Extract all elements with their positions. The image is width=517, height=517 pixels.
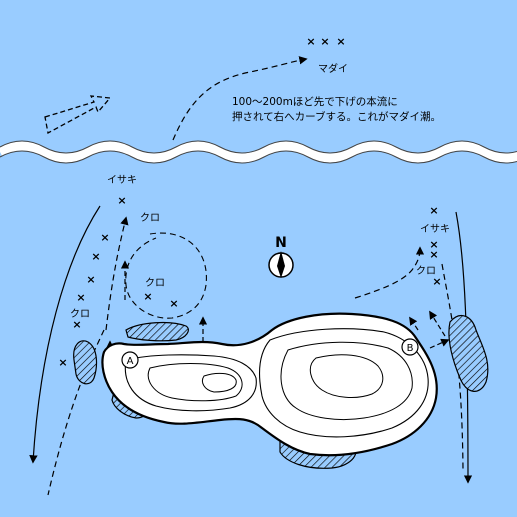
fishing-spot-mark-icon: × [100, 231, 109, 244]
fishing-spot-mark-icon: × [143, 290, 152, 303]
fishing-spot-mark-icon: × [320, 35, 329, 48]
fishing-spot-mark-icon: × [429, 248, 438, 261]
fishing-spot-mark-icon: × [76, 291, 85, 304]
reef-left-small [73, 340, 98, 385]
left-inner-current-arrow-icon [47, 329, 105, 496]
fishing-spot-mark-icon: × [58, 356, 67, 369]
left-upcurrent-arrow-icon [105, 216, 129, 331]
b-up-arrow-icon [429, 310, 446, 337]
label-isaki-left: イサキ [107, 174, 137, 186]
fishing-spot-mark-icon: × [432, 275, 441, 288]
fishing-spot-mark-icon: × [117, 194, 126, 207]
point-a-label: A [127, 356, 134, 367]
madai-current-arrow-icon [172, 56, 308, 141]
label-isaki-right: イサキ [420, 223, 450, 235]
right-tip-arrow-icon [409, 316, 419, 331]
compass-north-label: N [275, 235, 287, 251]
island [101, 312, 438, 457]
b-right-arrow-icon [429, 338, 450, 349]
fishing-spot-mark-icon: × [429, 204, 438, 217]
point-a-marker: A [121, 351, 139, 369]
left-outer-current-arrow-icon [29, 205, 101, 464]
fishing-spot-mark-icon: × [306, 35, 315, 48]
label-kuro-right: クロ [416, 265, 436, 277]
fishing-spot-mark-icon: × [429, 238, 438, 251]
fishing-spot-mark-icon: × [336, 35, 345, 48]
label-madai: マダイ [318, 62, 348, 75]
note-line-2: 押されて右へカーブする。これがマダイ潮。 [232, 110, 441, 123]
fishing-spot-mark-icon: × [91, 250, 100, 263]
fishing-spot-mark-icon: × [169, 297, 178, 310]
note-line-1: 100〜200mほど先で下げの本流に [232, 95, 398, 108]
compass-icon: N [268, 235, 294, 278]
reef-right [448, 314, 489, 392]
label-kuro-left-lower: クロ [70, 308, 90, 320]
label-kuro-left-upper: クロ [140, 212, 160, 224]
right-outer-current-arrow-icon [455, 211, 473, 484]
fishing-spot-marks: ×××××××××××××××× [58, 35, 441, 369]
eddy-circle [125, 232, 207, 319]
fishing-spot-mark-icon: × [72, 318, 81, 331]
island-outline [101, 312, 438, 457]
main-current-arrow-icon [44, 95, 112, 134]
tide-boundary-wave [0, 140, 517, 164]
reef-center-top [125, 321, 189, 342]
point-b-marker: B [401, 338, 419, 356]
point-b-label: B [407, 343, 414, 354]
fishing-spot-mark-icon: × [86, 273, 95, 286]
right-curl-arrow-icon [354, 246, 425, 299]
label-kuro-left-inner: クロ [145, 277, 165, 289]
